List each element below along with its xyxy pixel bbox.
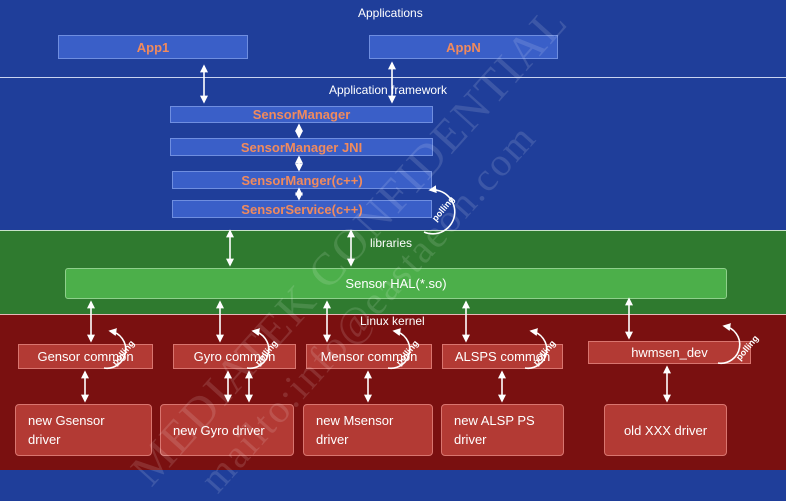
sensor-manager-box: SensorManager	[170, 106, 433, 123]
applications-label: Applications	[358, 6, 423, 20]
gsensor-common-box: Gensor common	[18, 344, 153, 369]
alsps-driver-box: new ALSP PS driver	[441, 404, 564, 456]
hwmsen-dev-box: hwmsen_dev	[588, 341, 751, 364]
msensor-driver-box: new Msensor driver	[303, 404, 433, 456]
polling-loop-gsensor	[103, 328, 127, 370]
polling-label-gyro: polling	[253, 338, 280, 367]
alsps-common-box: ALSPS common	[442, 344, 563, 369]
appn-box: AppN	[369, 35, 558, 59]
connector-overlay: polling polling polling polling polling …	[81, 61, 760, 403]
polling-loop-alsps	[524, 328, 548, 370]
gsensor-driver-box: new Gsensor driver	[15, 404, 152, 456]
libraries-label: libraries	[370, 236, 413, 250]
polling-label-msensor: polling	[394, 338, 421, 367]
sensor-hal-box: Sensor HAL(*.so)	[65, 268, 727, 299]
polling-label-gsensor: polling	[110, 338, 137, 367]
polling-loop-service	[423, 185, 456, 235]
gyro-driver-box: new Gyro driver	[160, 404, 294, 456]
msensor-common-box: Mensor common	[306, 344, 432, 369]
polling-loop-hwmsen	[717, 323, 741, 365]
kernel-label: Linux kernel	[360, 314, 425, 328]
polling-label-service: polling	[430, 194, 457, 223]
gyro-common-box: Gyro common	[173, 344, 296, 369]
polling-loop-msensor	[387, 328, 411, 370]
polling-loop-gyro	[246, 328, 270, 370]
polling-label-alsps: polling	[531, 338, 558, 367]
app1-box: App1	[58, 35, 248, 59]
old-xxx-driver-box: old XXX driver	[604, 404, 727, 456]
